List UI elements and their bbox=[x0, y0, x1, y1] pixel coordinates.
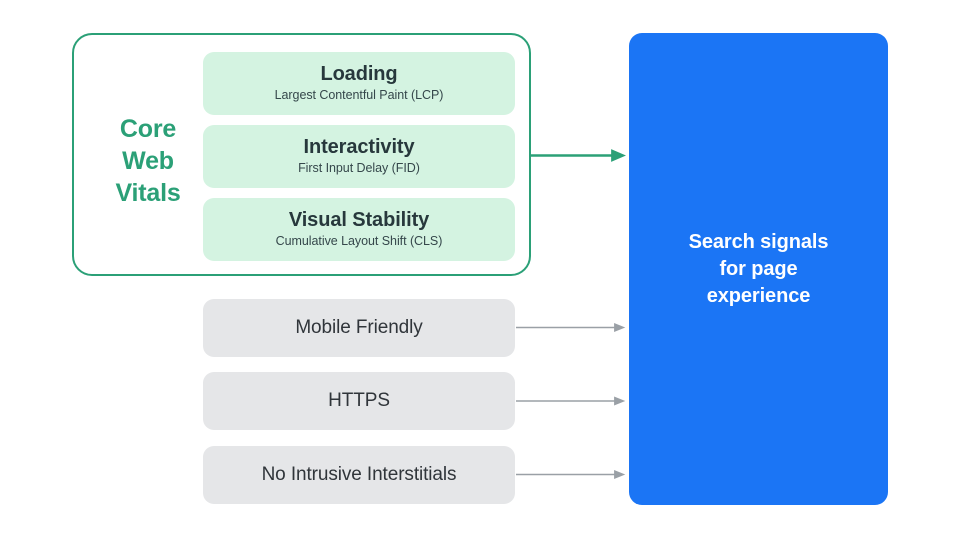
signal-label: No Intrusive Interstitials bbox=[261, 464, 457, 485]
core-web-vitals-label-line-3: Vitals bbox=[115, 179, 181, 207]
metric-subtitle: Largest Contentful Paint (LCP) bbox=[274, 88, 444, 103]
core-web-vitals-label-line-2: Web bbox=[122, 147, 174, 175]
metric-title: Visual Stability bbox=[288, 209, 430, 232]
metric-title: Loading bbox=[320, 63, 398, 86]
signal-card-mobile-friendly: Mobile Friendly bbox=[203, 299, 515, 357]
core-web-vitals-group-label: Core Web Vitals bbox=[100, 113, 196, 209]
metric-subtitle: Cumulative Layout Shift (CLS) bbox=[275, 234, 443, 249]
core-web-vitals-group bbox=[72, 33, 531, 276]
signal-card-https: HTTPS bbox=[203, 372, 515, 430]
metric-subtitle: First Input Delay (FID) bbox=[298, 161, 420, 176]
signal-card-no-intrusive-interstitials: No Intrusive Interstitials bbox=[203, 446, 515, 504]
metric-title: Interactivity bbox=[303, 136, 415, 159]
signal-label: Mobile Friendly bbox=[295, 317, 423, 338]
core-web-vitals-label-line-1: Core bbox=[119, 115, 177, 143]
metric-card-loading: Loading Largest Contentful Paint (LCP) bbox=[203, 52, 515, 115]
search-signals-panel: Search signals for page experience bbox=[629, 33, 888, 505]
metric-card-interactivity: Interactivity First Input Delay (FID) bbox=[203, 125, 515, 188]
metric-card-visual-stability: Visual Stability Cumulative Layout Shift… bbox=[203, 198, 515, 261]
signal-label: HTTPS bbox=[328, 390, 390, 411]
search-signals-panel-text: Search signals for page experience bbox=[688, 230, 829, 307]
